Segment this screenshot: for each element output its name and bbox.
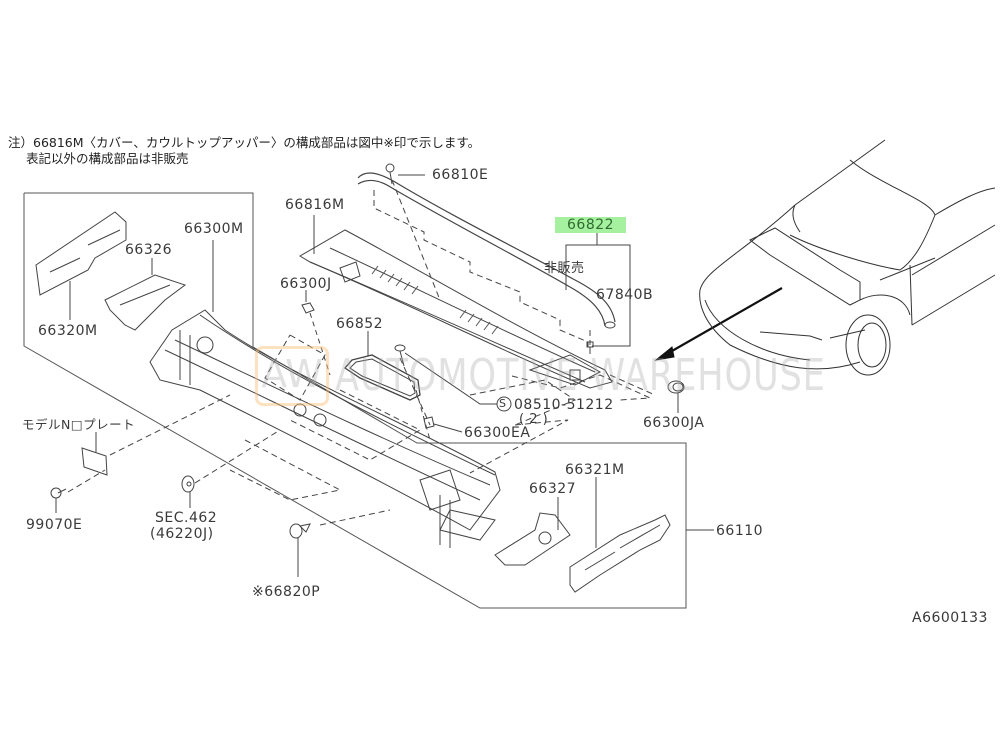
grommet-icon-46220J: [181, 475, 195, 493]
part-label-model-plate[interactable]: モデルN□プレート: [22, 417, 136, 432]
part-label-66810E[interactable]: 66810E: [432, 167, 489, 183]
s-mark-icon: S: [499, 397, 507, 410]
part-label-66321M[interactable]: 66321M: [565, 462, 625, 478]
part-label-66820P[interactable]: ※66820P: [252, 584, 321, 600]
part-label-66327[interactable]: 66327: [529, 481, 577, 497]
screw-icon-08510: [394, 344, 406, 367]
leader-08510: [404, 352, 497, 405]
part-label-66816M[interactable]: 66816M: [285, 197, 345, 213]
part-label-67840B[interactable]: 67840B: [596, 287, 654, 303]
part-label-66822[interactable]: 66822: [555, 217, 627, 233]
part-label-66300M[interactable]: 66300M: [184, 221, 244, 237]
part-label-66300JA[interactable]: 66300JA: [643, 415, 705, 431]
not-for-sale-label: 非販売: [544, 261, 585, 276]
screw-icon-66810E: [385, 163, 395, 185]
dashed-guides: [67, 334, 656, 526]
section-ref-sec462[interactable]: SEC.462: [155, 510, 218, 526]
part-quantity-08510: ( 2 ): [519, 412, 549, 427]
clip-icon-66820P: [289, 523, 311, 539]
part-label-46220J[interactable]: (46220J): [150, 526, 214, 542]
part-66326: [104, 274, 187, 331]
bolt-icon-99070E: [50, 487, 67, 499]
part-label-66852[interactable]: 66852: [336, 316, 384, 332]
watermark-logo: AW: [255, 346, 329, 406]
car-illustration: [699, 139, 996, 376]
part-66321M: [569, 514, 671, 593]
model-plate: [81, 447, 108, 476]
part-label-66300EA[interactable]: 66300EA: [464, 425, 531, 441]
part-66320M: [35, 211, 127, 296]
leader-66300EA: [433, 423, 463, 433]
s-mark-circle: [496, 396, 512, 412]
cowl-top-seal: [357, 172, 616, 329]
leader-66822-left: [565, 232, 598, 290]
part-label-66300J[interactable]: 66300J: [280, 276, 332, 292]
note-line-2: 表記以外の構成部品は非販売: [26, 151, 189, 166]
diagram-id: A6600133: [912, 610, 988, 626]
part-label-08510-51212[interactable]: 08510-51212: [514, 397, 614, 413]
arrow-icon: [654, 287, 783, 361]
assembly-outline: [23, 192, 687, 609]
part-label-66326[interactable]: 66326: [125, 242, 173, 258]
leader-66822-right: [592, 244, 631, 347]
cowl-top-cover: [299, 229, 613, 389]
watermark-text: AUTOMOTIVE WAREHOUSE: [335, 350, 826, 401]
note-line-1: 注）66816M〈カバー、カウルトップアッパー〉の構成部品は図中※印で示します。: [8, 135, 481, 150]
cowl-top-panel: [149, 309, 501, 548]
part-66327: [494, 512, 571, 566]
part-label-99070E[interactable]: 99070E: [26, 517, 83, 533]
clip-icon-66300J: [301, 302, 315, 314]
guide-66300J: [309, 312, 331, 376]
seal-66852: [344, 354, 421, 401]
part-label-66320M[interactable]: 66320M: [38, 323, 98, 339]
part-label-66110[interactable]: 66110: [716, 523, 764, 539]
clip-icon-67840B: [586, 341, 594, 354]
grommet-66300JA: [667, 380, 685, 394]
